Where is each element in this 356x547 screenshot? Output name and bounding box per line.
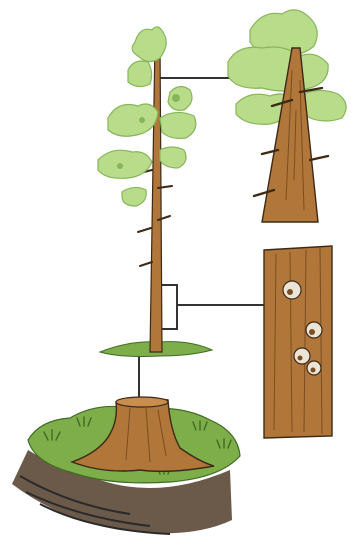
bark-closeup: [264, 246, 332, 438]
stump-top: [116, 397, 168, 407]
whole-tree-trunk: [150, 40, 162, 352]
crown-closeup: [228, 10, 346, 222]
bark-hole: [294, 348, 310, 364]
whole-tree-foliage: [98, 27, 196, 206]
whole-tree: [98, 27, 212, 357]
stump-closeup: [12, 397, 240, 534]
